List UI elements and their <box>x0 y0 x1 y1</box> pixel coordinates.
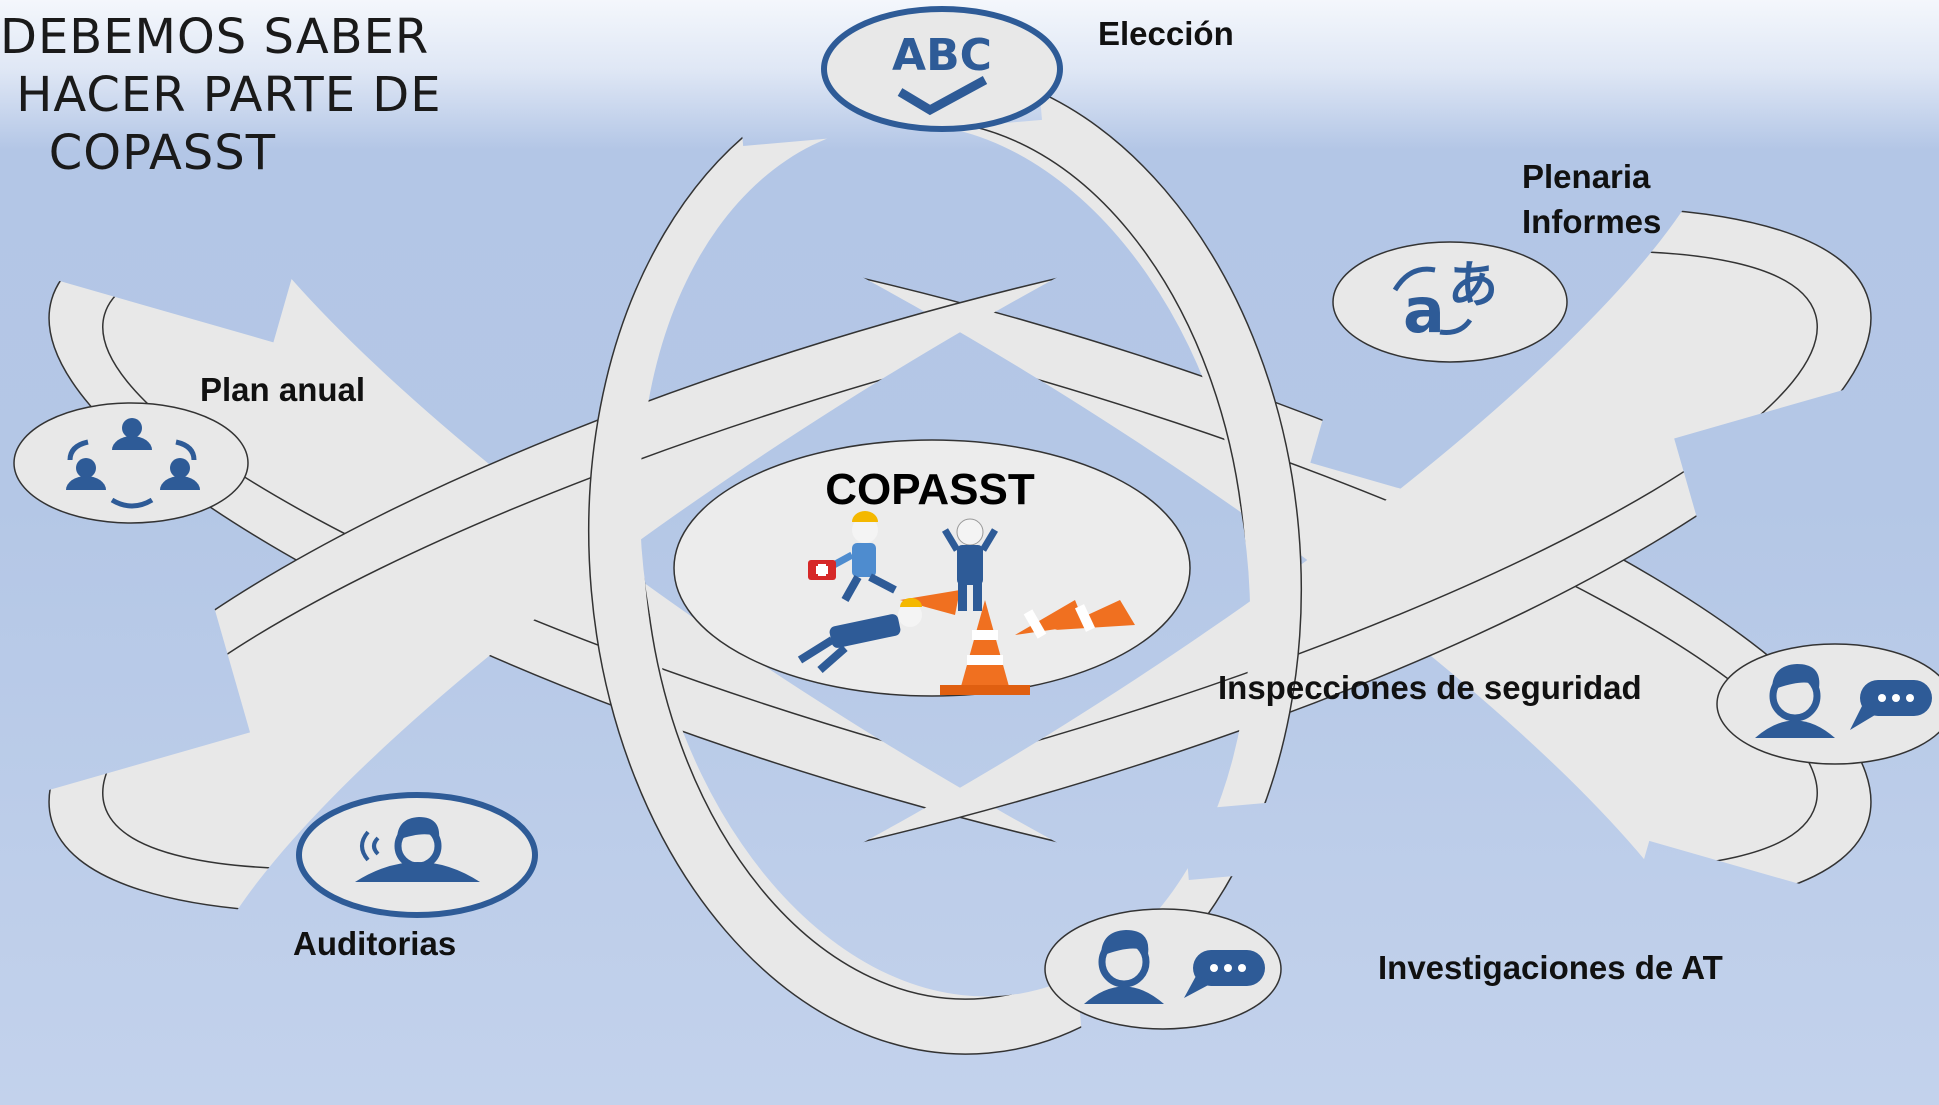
node-investigaciones[interactable] <box>1044 908 1282 1030</box>
label-inspecciones: Inspecciones de seguridad <box>1218 669 1642 706</box>
label-investigaciones: Investigaciones de AT <box>1378 949 1723 986</box>
svg-text:a: a <box>1403 274 1445 347</box>
person-chat-icon <box>1755 664 1932 738</box>
svg-text:あ: あ <box>1448 256 1498 314</box>
safety-workers-illustration <box>797 511 1135 695</box>
translate-icon: a あ <box>1392 256 1498 347</box>
person-speaking-icon <box>355 817 480 882</box>
abc-check-icon: ABC <box>892 30 992 116</box>
label-eleccion: Elección <box>1098 15 1234 52</box>
label-plenaria: Plenaria <box>1522 158 1651 195</box>
node-eleccion[interactable]: ABC <box>821 6 1063 132</box>
svg-text:ABC: ABC <box>892 30 992 81</box>
slide-title: DEBEMOS SABER HACER PARTE DE COPASST <box>0 9 442 181</box>
label-plan-anual: Plan anual <box>200 371 366 408</box>
node-plenaria[interactable]: a あ <box>1332 241 1568 363</box>
node-auditorias[interactable] <box>296 792 538 918</box>
person-chat-icon <box>1084 930 1265 1004</box>
label-auditorias: Auditorias <box>293 925 457 962</box>
center-label: COPASST <box>825 465 1035 514</box>
group-cycle-icon <box>66 418 200 509</box>
center-nucleus <box>673 439 1191 697</box>
node-inspecciones[interactable] <box>1716 643 1939 765</box>
node-plan-anual[interactable] <box>13 402 249 524</box>
label-informes: Informes <box>1522 203 1662 240</box>
